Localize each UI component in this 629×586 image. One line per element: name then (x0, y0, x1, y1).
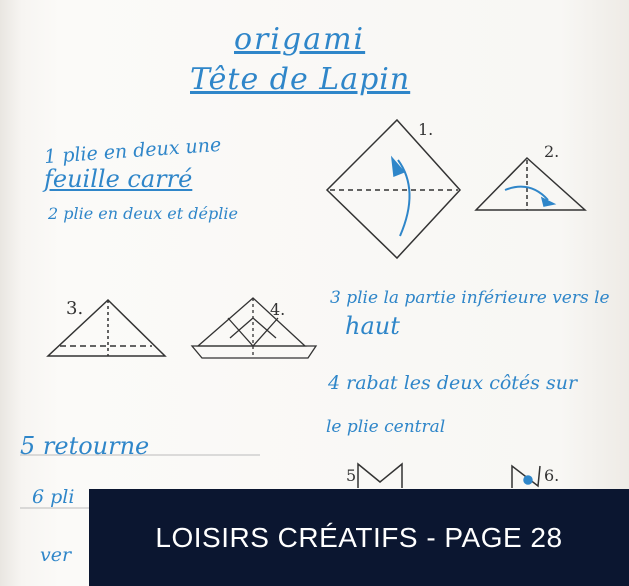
page-subtitle: Tête de Lapin (190, 62, 411, 97)
step-3-line-2: haut (345, 312, 400, 340)
step-7-text: ver (40, 544, 72, 566)
diagram-1-square (325, 118, 462, 260)
diagram-3-triangle (46, 298, 167, 357)
pencil-underlines (20, 454, 260, 509)
page-banner: LOISIRS CRÉATIFS - PAGE 28 (89, 489, 629, 586)
step-4-line-2: le plie central (326, 417, 446, 437)
step-3-line-1: 3 plie la partie inférieure vers le (330, 288, 610, 308)
step-4-line-1: 4 rabat les deux côtés sur (328, 372, 578, 394)
step-2-text: 2 plie en deux et déplie (48, 204, 238, 223)
figure-number-2: 2. (544, 142, 560, 161)
figure-number-3: 3. (66, 298, 84, 319)
step-1-line-2: feuille carré (44, 165, 193, 193)
figure-number-1: 1. (418, 120, 434, 139)
diagram-2-triangle (474, 156, 587, 211)
figure-number-5: 5 (346, 466, 357, 485)
diagram-4-folded (190, 297, 318, 359)
diagram-5-shape (357, 462, 403, 488)
page-title: origami (234, 22, 366, 57)
figure-number-6: 6. (544, 466, 560, 485)
step-6-text: 6 pli (32, 486, 75, 508)
figure-number-4: 4. (270, 300, 286, 319)
diagram-6-shape (511, 464, 541, 488)
banner-text: LOISIRS CRÉATIFS - PAGE 28 (155, 521, 563, 553)
